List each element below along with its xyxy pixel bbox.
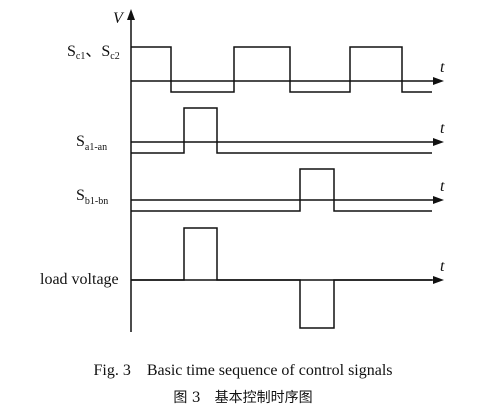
row-sc-waveform xyxy=(131,46,432,93)
row-sa-waveform xyxy=(131,107,432,154)
row-sb-waveform xyxy=(131,168,432,212)
row-load-signals: t load voltage xyxy=(40,227,445,329)
row-load-label: load voltage xyxy=(40,271,119,288)
row-sc-label-sub1: c1 xyxy=(76,51,85,62)
row-load-time-arrowhead xyxy=(433,276,444,284)
row-sa-label-s: S xyxy=(76,133,85,150)
v-axis-label: V xyxy=(113,10,125,27)
row-sa-signals: t Sa1-an xyxy=(76,107,445,154)
row-sc-signals: t Sc1、Sc2 xyxy=(67,43,445,93)
row-load-waveform xyxy=(131,227,432,329)
row-sa-label: Sa1-an xyxy=(76,133,107,153)
row-sc-label-sub2: c2 xyxy=(110,51,119,62)
row-sb-label-s: S xyxy=(76,187,85,204)
row-sc-label-s1: S xyxy=(67,43,76,60)
row-sa-label-sub: a1-an xyxy=(85,142,107,153)
row-sc-t-label: t xyxy=(440,59,445,76)
figure-caption-zh: 图 3 基本控制时序图 xyxy=(173,389,312,406)
figure-caption-en: Fig. 3 Basic time sequence of control si… xyxy=(93,362,392,379)
row-sb-t-label: t xyxy=(440,178,445,195)
row-sb-label: Sb1-bn xyxy=(76,187,108,207)
row-load-t-label: t xyxy=(440,258,445,275)
row-sa-time-arrowhead xyxy=(433,138,444,146)
row-sb-signals: t Sb1-bn xyxy=(76,168,445,212)
row-sc-label-mid: 、S xyxy=(85,43,110,60)
row-sc-time-arrowhead xyxy=(433,77,444,85)
row-sc-label: Sc1、Sc2 xyxy=(67,43,120,62)
row-sb-label-sub: b1-bn xyxy=(85,196,108,207)
row-sa-t-label: t xyxy=(440,120,445,137)
row-sb-time-arrowhead xyxy=(433,196,444,204)
v-axis-arrowhead xyxy=(127,9,135,20)
